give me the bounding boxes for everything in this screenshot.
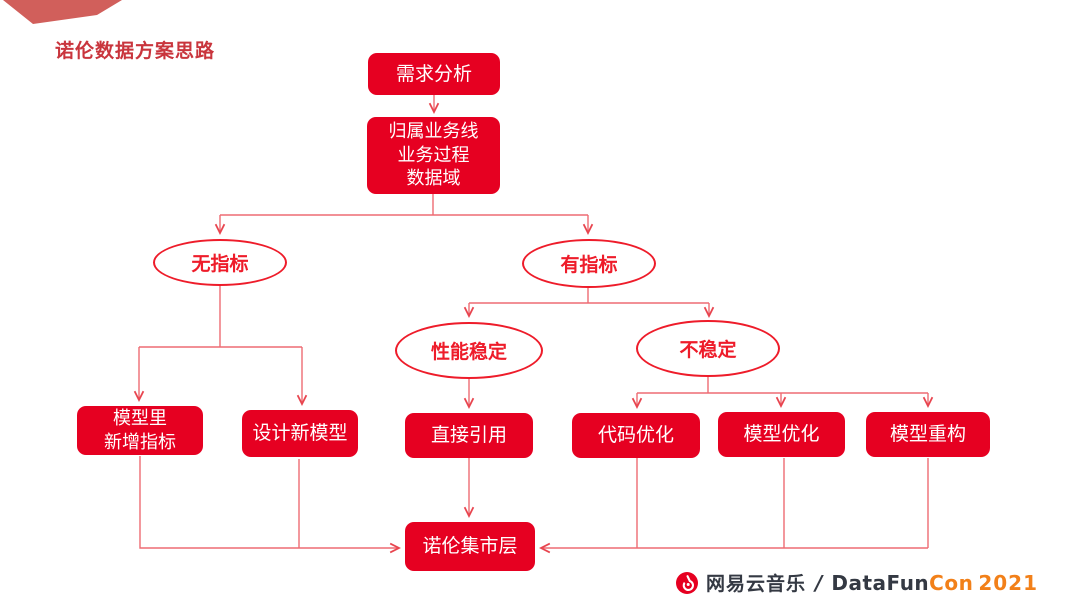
node-label: 诺伦集市层 — [422, 535, 518, 558]
node-attribution: 归属业务线 业务过程 数据域 — [367, 117, 500, 194]
footer-brand-name: 网易云音乐 — [706, 573, 807, 595]
node-label: 模型重构 — [889, 423, 966, 446]
footer-separator: / — [815, 570, 823, 595]
footer-logo-con: Con — [929, 570, 974, 595]
node-model-rebuild: 模型重构 — [866, 412, 990, 457]
node-label: 无指标 — [191, 253, 249, 275]
corner-ribbon-decoration — [3, 0, 122, 24]
node-label-line: 归属业务线 — [388, 121, 479, 143]
node-label: 有指标 — [560, 254, 618, 276]
node-label-line: 模型里 — [113, 408, 167, 430]
footer-logo-datafun: DataFun — [831, 570, 930, 595]
node-has-metric: 有指标 — [522, 239, 656, 288]
node-label-line: 业务过程 — [397, 144, 470, 166]
node-label: 代码优化 — [597, 424, 674, 447]
node-direct-reference: 直接引用 — [405, 413, 533, 458]
node-perf-stable: 性能稳定 — [395, 322, 543, 379]
node-label: 不稳定 — [679, 339, 737, 361]
node-label-line: 新增指标 — [104, 431, 176, 453]
node-label-line: 数据域 — [406, 168, 461, 190]
node-label: 需求分析 — [395, 62, 472, 85]
node-code-optimization: 代码优化 — [572, 413, 700, 458]
node-design-new-model: 设计新模型 — [242, 410, 358, 457]
node-no-metric: 无指标 — [153, 239, 287, 286]
node-label: 设计新模型 — [252, 422, 348, 445]
node-label: 性能稳定 — [430, 341, 507, 363]
node-label: 模型优化 — [743, 423, 820, 446]
node-demand-analysis: 需求分析 — [368, 53, 500, 95]
node-add-metric-in-model: 模型里 新增指标 — [77, 406, 203, 455]
node-market-layer: 诺伦集市层 — [405, 522, 535, 571]
footer-logo-year: 2021 — [978, 570, 1038, 595]
page-title: 诺伦数据方案思路 — [55, 40, 216, 62]
netease-cloud-music-icon — [676, 571, 699, 594]
node-unstable: 不稳定 — [636, 320, 780, 377]
node-model-optimization: 模型优化 — [718, 412, 845, 457]
node-label: 直接引用 — [430, 424, 507, 447]
